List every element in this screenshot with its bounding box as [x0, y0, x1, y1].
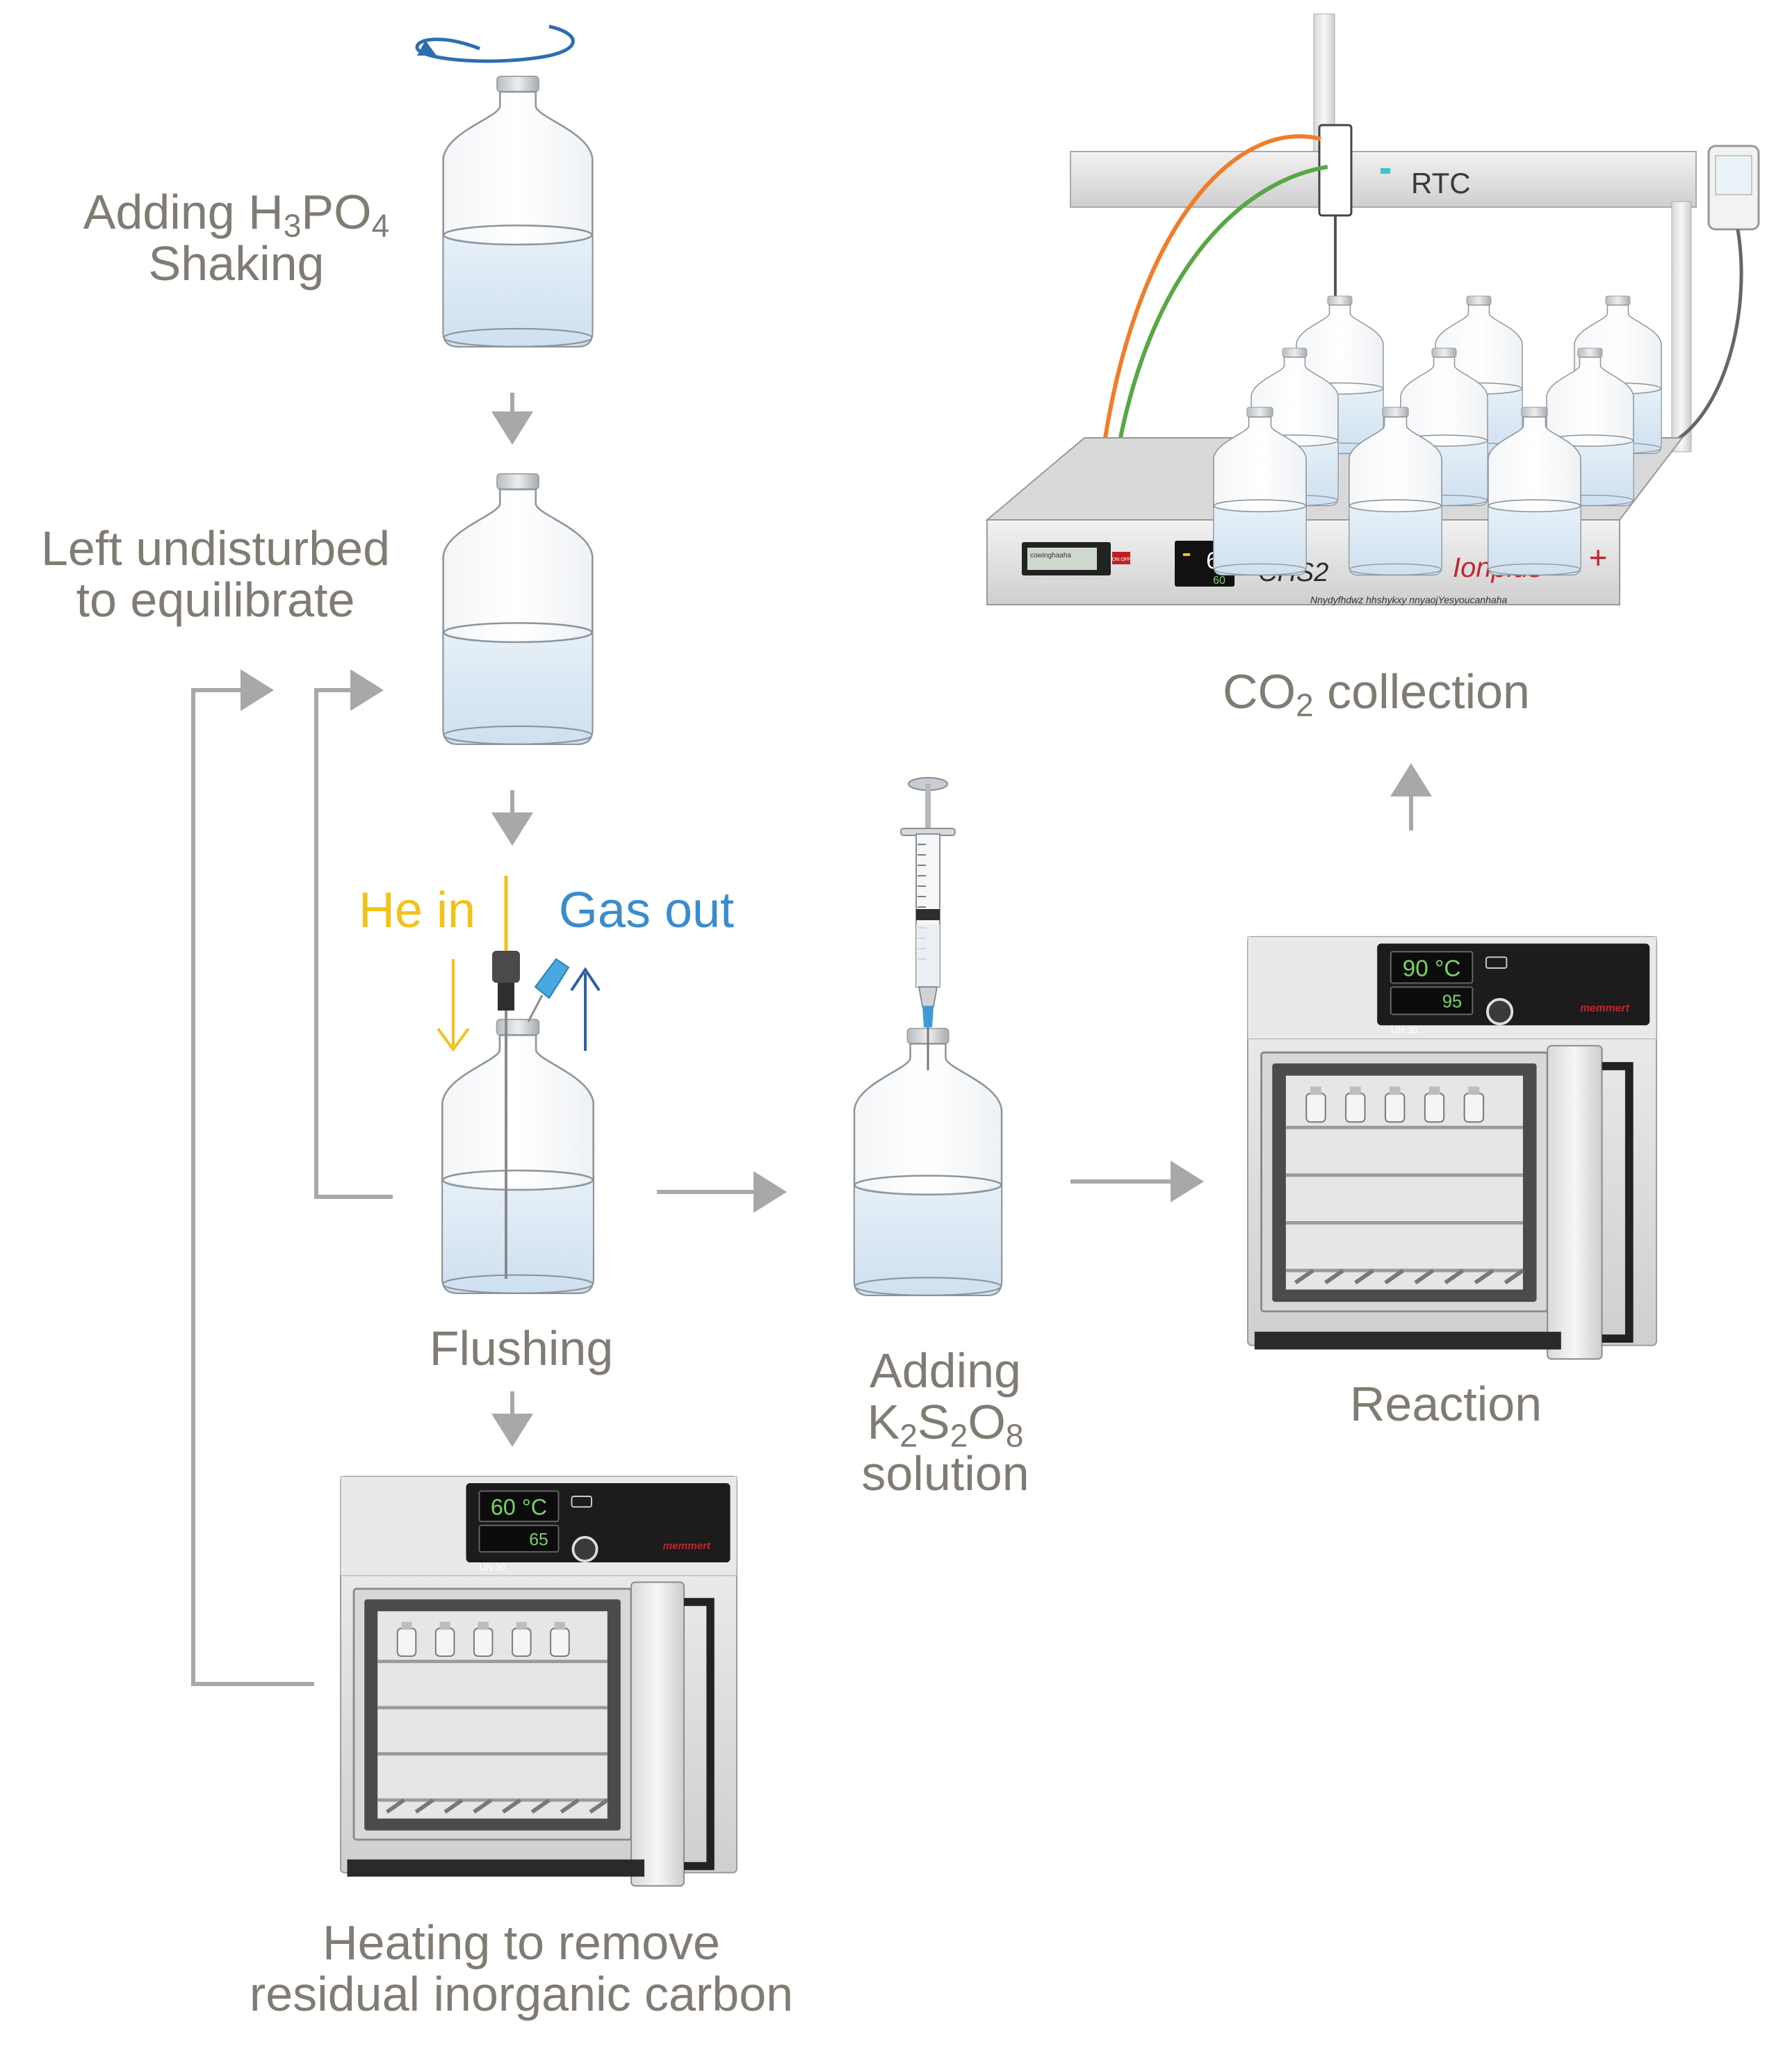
- acid-sub-3: 3: [283, 207, 302, 244]
- oven-door-handle: [684, 1598, 715, 1870]
- co2-sub: 2: [1296, 687, 1314, 724]
- he-needle-hub: [492, 951, 520, 983]
- oven-temp-readout: 60 °C: [491, 1495, 547, 1520]
- gas-out-needle-hub: [534, 958, 570, 999]
- oven-brand: memmert: [1580, 1003, 1629, 1015]
- oven-vial: [512, 1628, 532, 1657]
- persulfate-k: K: [867, 1395, 900, 1450]
- oven-display: [478, 1490, 560, 1523]
- oven-model: UN 30: [480, 1562, 506, 1572]
- rotation-arrow-icon: [415, 24, 575, 63]
- acid-text-a: Adding H: [83, 185, 284, 239]
- oven-heating: 60 °C 65 UN 30 memmert: [340, 1475, 738, 1887]
- oven-sub-display: [1390, 986, 1474, 1015]
- oven-temp-readout: 90 °C: [1403, 956, 1461, 982]
- syringe-icon: [900, 777, 956, 1070]
- label-shaking: Shaking: [148, 236, 325, 291]
- label-equilibrate: Left undisturbed to equilibrate: [0, 523, 431, 626]
- chs2-carriage: [1318, 124, 1353, 217]
- oven-reaction: 90 °C 95 UN 30 memmert: [1247, 935, 1657, 1360]
- chs2-tagline: Nnydyfhdwz hhshykxy nnyaojYesyoucanhaha: [1310, 594, 1508, 605]
- oven-vial: [550, 1628, 570, 1657]
- oven-vial: [1463, 1093, 1485, 1123]
- rtc-indicator-icon: [1380, 168, 1390, 174]
- persulfate-s: S: [917, 1395, 950, 1450]
- gas-out-arrow-icon: [570, 967, 601, 1051]
- persulfate-sub-k: 2: [899, 1417, 918, 1454]
- oven-key-icon: [1485, 956, 1508, 969]
- oven-knob-icon: [571, 1536, 598, 1563]
- oven-vial: [434, 1628, 455, 1657]
- oven-model: UN 30: [1391, 1025, 1418, 1036]
- oven-vial: [1424, 1093, 1445, 1123]
- oven-vial: [473, 1628, 494, 1657]
- oven-vial: [1384, 1093, 1406, 1123]
- label-he-in: He in: [358, 883, 476, 938]
- chs2-crossbar: [1070, 151, 1697, 208]
- oven-vial: [1305, 1093, 1326, 1123]
- chs2-temp-small: 60: [1213, 575, 1225, 587]
- chs2-power-switch-icon: [1112, 552, 1130, 564]
- handheld-screen: [1715, 155, 1752, 195]
- oven-base: [1254, 1332, 1561, 1350]
- persulfate-o: O: [968, 1395, 1006, 1450]
- loop-heating-to-equilibrate: [191, 669, 314, 1686]
- co2-rest: collection: [1313, 664, 1530, 719]
- bottle-flushing: [441, 1018, 595, 1295]
- co2-co: CO: [1223, 664, 1296, 719]
- green-tube: [1117, 165, 1328, 445]
- label-gas-out: Gas out: [558, 883, 735, 938]
- label-adding-acid: Adding H3PO4 Shaking: [42, 186, 431, 289]
- persulfate-sub-s: 2: [950, 1417, 968, 1454]
- oven-sub-display: [478, 1524, 560, 1553]
- chs2-right-post: [1671, 201, 1692, 452]
- oven-knob-icon: [1486, 998, 1514, 1026]
- equilibrate-line1: Left undisturbed: [40, 521, 391, 575]
- oven-sub-readout: 65: [529, 1530, 548, 1549]
- oven-brand: memmert: [663, 1540, 711, 1552]
- chs2-lcd: [1027, 548, 1097, 570]
- controller-cable: [1667, 229, 1743, 447]
- chs2-lcd-text: cowinghaaha: [1030, 552, 1071, 559]
- oven-display: [1390, 951, 1474, 984]
- oven-open-door: [630, 1581, 685, 1887]
- persulfate-line3: solution: [861, 1446, 1029, 1501]
- oven-base: [347, 1859, 644, 1877]
- chs2-switch-label: ON OFF: [1112, 557, 1130, 562]
- label-co2-collection: CO2 collection: [1154, 664, 1599, 721]
- persulfate-line1: Adding: [870, 1343, 1021, 1398]
- he-needle-base: [498, 983, 514, 1011]
- orange-tube: [1103, 134, 1321, 439]
- heating-line1: Heating to remove: [323, 1915, 720, 1970]
- persulfate-sub-o: 8: [1005, 1417, 1024, 1454]
- acid-text-po: PO: [301, 185, 372, 239]
- label-flushing: Flushing: [429, 1321, 614, 1375]
- heating-line2: residual inorganic carbon: [249, 1967, 794, 2022]
- oven-vial: [396, 1628, 417, 1657]
- rtc-label: RTC: [1411, 167, 1471, 199]
- oven-door-handle: [1602, 1062, 1634, 1343]
- chs2-brand-plus-icon: +: [1588, 539, 1607, 575]
- oven-vial: [1345, 1093, 1366, 1123]
- he-in-arrow-icon: [437, 959, 470, 1052]
- gas-out-needle: [527, 995, 544, 1022]
- label-heating: Heating to remove residual inorganic car…: [167, 1917, 876, 2020]
- bottle-shaking: [442, 75, 594, 348]
- equilibrate-line2: to equilibrate: [76, 573, 355, 628]
- bottle-equilibrate: [442, 473, 594, 746]
- oven-open-door: [1547, 1045, 1603, 1360]
- label-persulfate: Adding K2S2O8 solution: [779, 1345, 1112, 1500]
- rotation-arrowhead-icon: [417, 40, 437, 56]
- label-reaction: Reaction: [1349, 1377, 1542, 1431]
- oven-sub-readout: 95: [1442, 992, 1462, 1012]
- oven-key-icon: [571, 1496, 592, 1508]
- loop-flush-to-equilibrate: [314, 669, 393, 1199]
- acid-sub-4: 4: [371, 207, 390, 244]
